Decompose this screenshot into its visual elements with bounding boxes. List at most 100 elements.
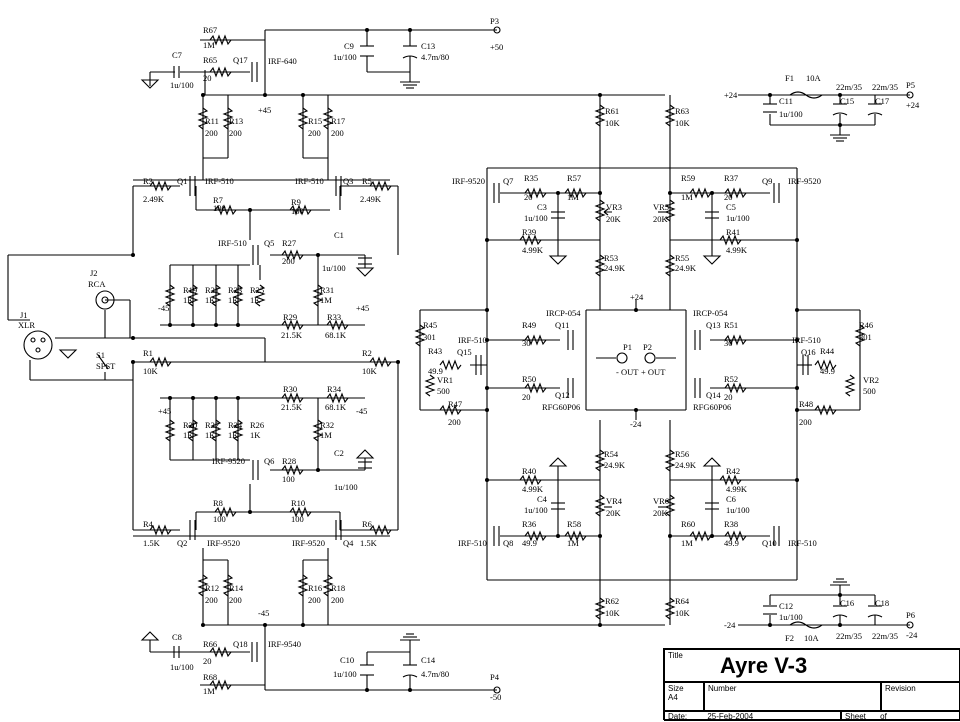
component-label: Q12 — [555, 390, 570, 400]
component-label: 20 — [524, 192, 533, 202]
component-label: 200 — [229, 595, 242, 605]
s1-value: SPST — [96, 361, 116, 371]
component-label: C8 — [172, 632, 182, 642]
size-label: Size — [668, 684, 684, 693]
component-label: R12 — [205, 583, 219, 593]
p2-label: P2 — [643, 342, 652, 352]
component-label: 1u/100 — [333, 52, 357, 62]
component-label: Q17 — [233, 55, 248, 65]
component-label: 22m/35 — [836, 631, 862, 641]
revision-label: Revision — [885, 684, 916, 693]
component-label: R11 — [205, 116, 219, 126]
component-label: 20 — [724, 392, 733, 402]
component-label: C4 — [537, 494, 548, 504]
component-label: 22m/35 — [872, 631, 898, 641]
rail-minus45-lower: -45 — [356, 406, 367, 416]
component-label: 49.9 — [820, 366, 835, 376]
component-label: VR3 — [606, 202, 622, 212]
p2-value: + OUT — [641, 367, 666, 377]
component-label: R29 — [283, 312, 297, 322]
component-label: C3 — [537, 202, 547, 212]
component-label: 68.1K — [325, 330, 347, 340]
component-label: 100 — [291, 514, 304, 524]
number-cell: Number — [704, 682, 881, 711]
component-label: R31 — [320, 285, 334, 295]
component-label: C14 — [421, 655, 436, 665]
component-label: R8 — [213, 498, 223, 508]
component-label: Q2 — [177, 538, 187, 548]
component-label: Q11 — [555, 320, 569, 330]
p3-label: P3 — [490, 16, 499, 26]
component-label: 200 — [308, 128, 321, 138]
component-label: F2 — [785, 633, 794, 643]
component-label: R17 — [331, 116, 345, 126]
component-label: 1u/100 — [333, 669, 357, 679]
component-label: 2.49K — [143, 194, 165, 204]
component-label: 500 — [863, 386, 876, 396]
component-label: R68 — [203, 672, 217, 682]
component-label: 1M — [567, 192, 579, 202]
revision-cell: Revision — [881, 682, 960, 711]
component-label: 100 — [213, 514, 226, 524]
component-label: R67 — [203, 25, 217, 35]
p4-label: P4 — [490, 672, 500, 682]
component-label: 4.7m/80 — [421, 52, 449, 62]
component-label: 200 — [448, 417, 461, 427]
component-label: 1u/100 — [779, 612, 803, 622]
component-label: 49.9 — [724, 538, 739, 548]
component-label: R28 — [282, 456, 296, 466]
date-value: 25-Feb-2004 — [707, 712, 754, 721]
component-label: Q3 — [343, 176, 353, 186]
component-label: C15 — [840, 96, 854, 106]
title-cell: Title — [664, 649, 960, 682]
component-label: 200 — [205, 595, 218, 605]
component-label: 10K — [675, 118, 691, 128]
capacitor-symbols — [173, 45, 883, 678]
component-label: R63 — [675, 106, 689, 116]
component-label: R4 — [143, 519, 154, 529]
component-label: VR5 — [653, 202, 669, 212]
p1-value: - OUT — [616, 367, 639, 377]
rail-minus24-output: -24 — [630, 419, 642, 429]
component-label: C9 — [344, 41, 354, 51]
component-label: IRF-9520 — [207, 538, 240, 548]
rail-plus45-upper: +45 — [356, 303, 369, 313]
component-label: R66 — [203, 639, 217, 649]
component-label: 20 — [724, 192, 733, 202]
component-label: 20K — [606, 508, 622, 518]
rail-plus24-supply: +24 — [724, 90, 738, 100]
component-label: 200 — [205, 128, 218, 138]
component-label: R32 — [320, 420, 334, 430]
component-label: R48 — [799, 399, 813, 409]
component-label: R49 — [522, 320, 536, 330]
component-label: 1K — [183, 295, 194, 305]
component-label: R27 — [282, 238, 296, 248]
component-label: R61 — [605, 106, 619, 116]
component-label: R47 — [448, 399, 462, 409]
rail-plus45-top: +45 — [258, 105, 271, 115]
component-label: 4.99K — [726, 484, 748, 494]
xlr-connector-icon — [23, 330, 53, 360]
component-label: VR4 — [606, 496, 623, 506]
drawing-title: Ayre V-3 — [720, 653, 808, 678]
wiring — [7, 29, 910, 691]
component-label: C17 — [875, 96, 889, 106]
component-label: 1u/100 — [334, 482, 358, 492]
component-label: IRF-510 — [458, 335, 487, 345]
component-label: 200 — [308, 595, 321, 605]
component-label: R19 — [183, 285, 197, 295]
connector-symbols — [23, 26, 914, 694]
component-label: IRF-510 — [458, 538, 487, 548]
component-label: R41 — [726, 227, 740, 237]
component-label: 301 — [423, 332, 436, 342]
component-label: 20K — [606, 214, 622, 224]
rail-minus24-supply: -24 — [724, 620, 736, 630]
component-label: 1u/100 — [726, 213, 750, 223]
component-label: R43 — [428, 346, 442, 356]
component-label: 2.49K — [360, 194, 382, 204]
fuse-f2 — [789, 621, 823, 629]
component-label: 10K — [605, 118, 621, 128]
component-label: R42 — [726, 466, 740, 476]
ground-symbols — [58, 79, 850, 641]
component-label: R3 — [143, 176, 153, 186]
